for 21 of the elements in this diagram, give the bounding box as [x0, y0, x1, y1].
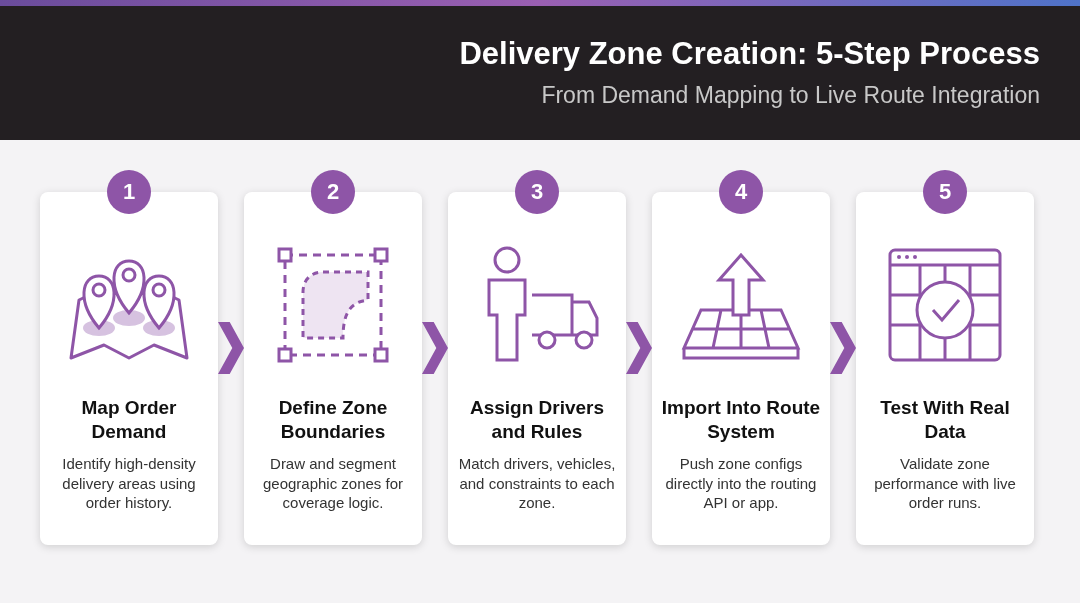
step-description: Draw and segment geographic zones for coverage logic.: [261, 454, 405, 513]
step-description: Push zone configs directly into the routing API or app.: [664, 454, 818, 513]
step-number: 3: [515, 170, 559, 214]
step-title: Import Into Route System: [660, 396, 822, 444]
step-title: Map Order Demand: [80, 396, 178, 444]
step-title: Assign Drivers and Rules: [468, 396, 606, 444]
chevron-arrow: [830, 322, 856, 374]
step-number: 1: [107, 170, 151, 214]
step-number: 4: [719, 170, 763, 214]
chevron-arrow: [218, 322, 244, 374]
step-title: Define Zone Boundaries: [277, 396, 389, 444]
step-description: Validate zone performance with live order runs.: [873, 454, 1017, 513]
step-description: Identify high-density delivery areas using order history.: [61, 454, 197, 513]
step-title: Test With Real Data: [879, 396, 1011, 444]
step-number: 2: [311, 170, 355, 214]
subtitle: From Demand Mapping to Live Route Integration: [541, 82, 1040, 109]
title: Delivery Zone Creation: 5-Step Process: [459, 36, 1040, 72]
step-description: Match drivers, vehicles, and constraints to each zone.: [457, 454, 617, 513]
chevron-arrow: [422, 322, 448, 374]
step-number: 5: [923, 170, 967, 214]
chevron-arrow: [626, 322, 652, 374]
